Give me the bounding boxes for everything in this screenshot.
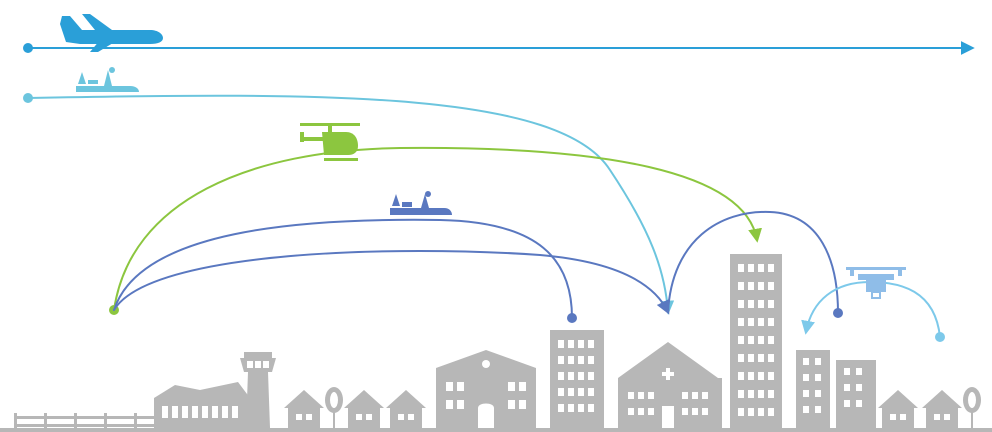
office-building-icon (550, 330, 604, 428)
house-icon (284, 390, 324, 428)
house-icon (922, 390, 962, 428)
school-icon (436, 350, 536, 428)
house-icon (878, 390, 918, 428)
route-origin-dot (935, 332, 945, 342)
tree-icon (325, 387, 343, 428)
route-origin-dot (23, 43, 33, 53)
route-origin-dot (23, 93, 33, 103)
airport-terminal-icon (154, 382, 250, 428)
tree-icon (963, 387, 981, 428)
tiltrotor-icon (390, 191, 452, 215)
route-stop-dot (567, 313, 577, 323)
skyscraper-icon (730, 254, 782, 428)
hospital-icon (618, 342, 722, 428)
helicopter-route (109, 148, 757, 315)
house-icon (344, 390, 384, 428)
apartment-building-icon (836, 360, 876, 428)
ground-line (0, 428, 992, 432)
airliner-route (23, 43, 972, 53)
route-stop-dot (833, 308, 843, 318)
house-icon (386, 390, 426, 428)
skyline (0, 254, 992, 432)
apartment-building-icon (796, 350, 830, 428)
tiltrotor-icon (76, 67, 139, 92)
airplane-icon (60, 14, 163, 52)
